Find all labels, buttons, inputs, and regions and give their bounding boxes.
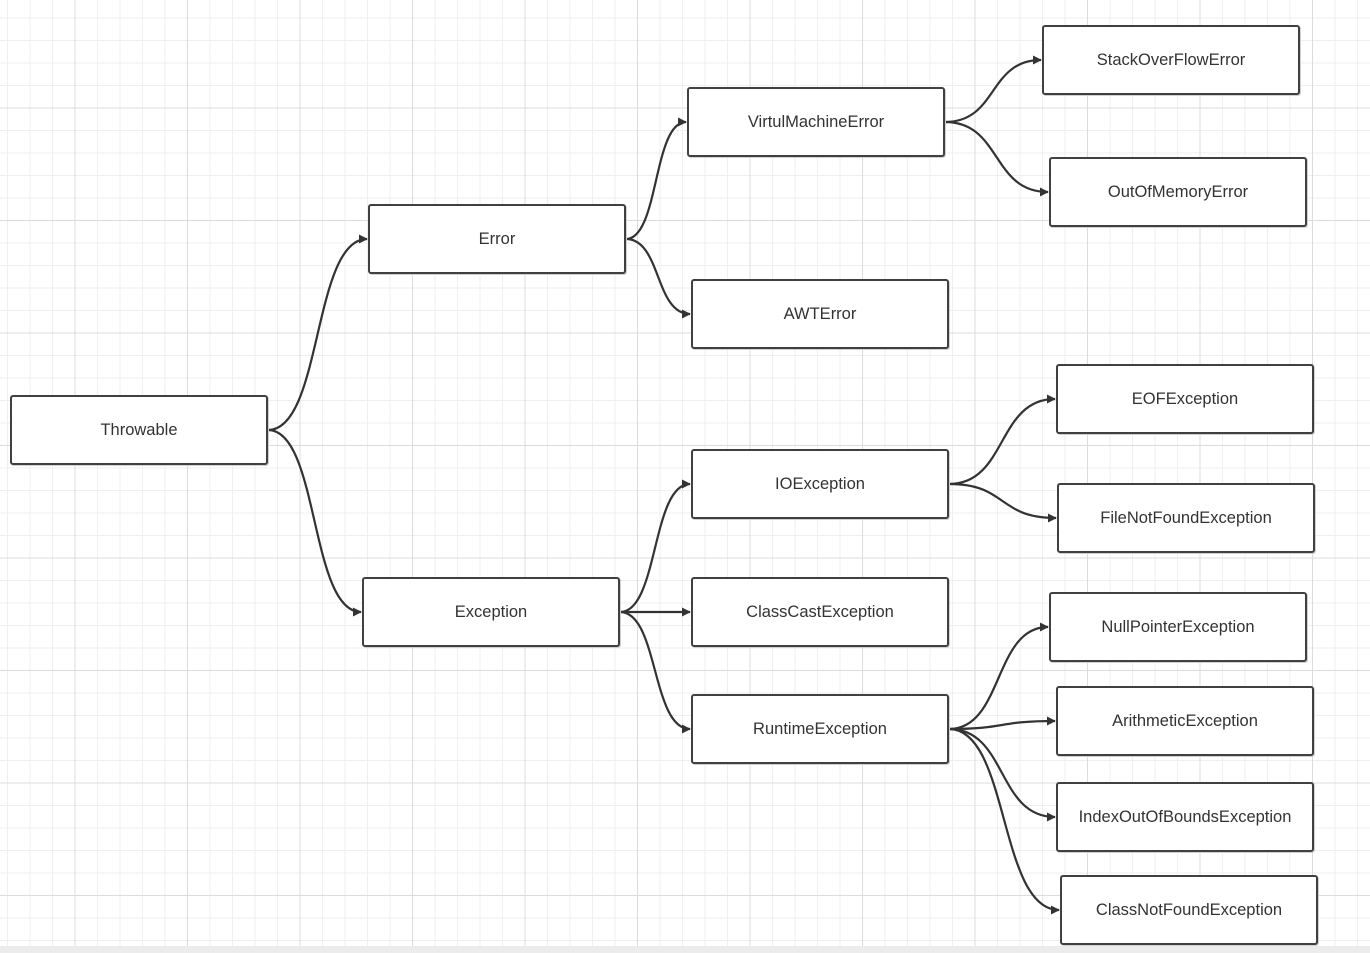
node-label: FileNotFoundException [1100, 508, 1272, 527]
node-runtime-exception[interactable]: RuntimeException [691, 694, 949, 764]
node-label: IOException [775, 474, 865, 493]
connector-runtime-exception-to-index-out-of-bounds-exception [948, 727, 1056, 822]
node-label: IndexOutOfBoundsException [1078, 807, 1292, 826]
connector-exception-to-io-exception [619, 479, 691, 614]
node-label: NullPointerException [1101, 617, 1255, 636]
connector-virtual-machine-error-to-out-of-memory-error [944, 120, 1049, 197]
node-eof-exception[interactable]: EOFException [1056, 364, 1314, 434]
node-label: Exception [454, 602, 528, 621]
connector-virtual-machine-error-to-stack-over-flow-error [944, 55, 1042, 124]
node-arithmetic-exception[interactable]: ArithmeticException [1056, 686, 1314, 756]
node-label: Throwable [100, 420, 178, 439]
node-label: ClassNotFoundException [1095, 900, 1283, 919]
node-exception[interactable]: Exception [362, 577, 620, 647]
node-throwable[interactable]: Throwable [10, 395, 268, 465]
node-awt-error[interactable]: AWTError [691, 279, 949, 349]
node-label: EOFException [1131, 389, 1239, 408]
connector-io-exception-to-eof-exception [948, 394, 1056, 486]
node-class-not-found-exception[interactable]: ClassNotFoundException [1060, 875, 1318, 945]
node-label: AWTError [783, 304, 857, 323]
node-label: StackOverFlowError [1096, 50, 1246, 69]
connector-error-to-virtual-machine-error [625, 117, 687, 241]
connector-throwable-to-exception [267, 428, 362, 617]
node-label: ClassCastException [746, 602, 894, 621]
node-index-out-of-bounds-exception[interactable]: IndexOutOfBoundsException [1056, 782, 1314, 852]
node-label: ArithmeticException [1112, 711, 1258, 730]
node-file-not-found-exception[interactable]: FileNotFoundException [1057, 483, 1315, 553]
node-label: Error [478, 229, 516, 248]
node-stack-over-flow-error[interactable]: StackOverFlowError [1042, 25, 1300, 95]
node-label: VirtulMachineError [747, 112, 885, 131]
connector-io-exception-to-file-not-found-exception [948, 482, 1057, 523]
connector-throwable-to-error [267, 234, 368, 432]
node-io-exception[interactable]: IOException [691, 449, 949, 519]
connector-error-to-awt-error [625, 237, 691, 319]
node-out-of-memory-error[interactable]: OutOfMemoryError [1049, 157, 1307, 227]
connector-runtime-exception-to-class-not-found-exception [948, 727, 1060, 915]
bottom-scrollbar-track [0, 946, 1370, 953]
connector-runtime-exception-to-null-pointer-exception [948, 622, 1049, 731]
connector-runtime-exception-to-arithmetic-exception [948, 716, 1056, 731]
node-label: RuntimeException [753, 719, 887, 738]
node-label: OutOfMemoryError [1107, 182, 1249, 201]
node-class-cast-exception[interactable]: ClassCastException [691, 577, 949, 647]
node-null-pointer-exception[interactable]: NullPointerException [1049, 592, 1307, 662]
connector-exception-to-runtime-exception [619, 610, 691, 734]
node-error[interactable]: Error [368, 204, 626, 274]
node-virtual-machine-error[interactable]: VirtulMachineError [687, 87, 945, 157]
